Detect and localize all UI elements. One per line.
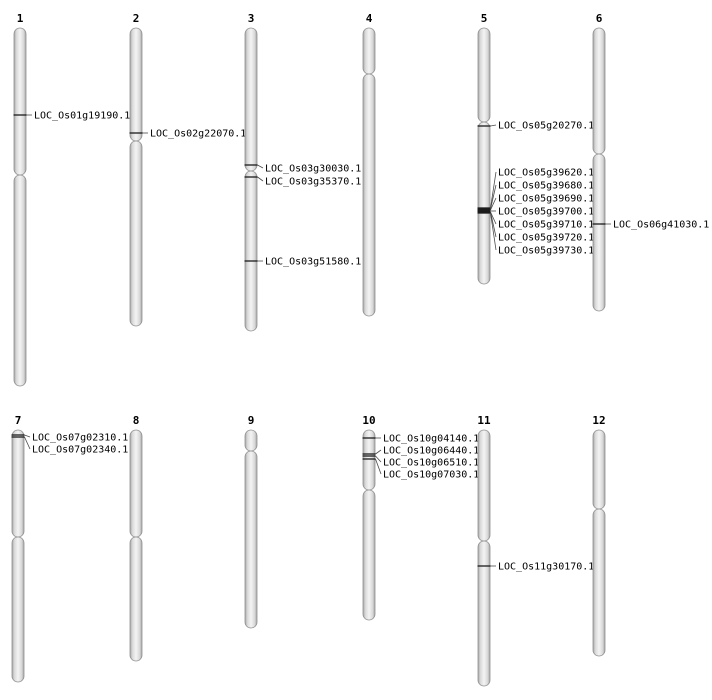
chromosome-number-9: 9 [248,414,255,427]
chromosome-3-arm-1 [244,27,258,172]
gene-label: LOC_Os01g19190.1 [34,111,130,122]
gene-label: LOC_Os03g30030.1 [265,164,361,175]
gene-label: LOC_Os10g07030.1 [383,470,479,481]
chromosome-number-2: 2 [133,12,140,25]
gene-connector-line [24,434,31,438]
gene-label: LOC_Os05g39680.1 [498,181,594,192]
gene-connector-line [490,171,497,209]
gene-connector-line [257,164,264,169]
gene-connector-line [375,458,382,475]
gene-label: LOC_Os05g39710.1 [498,220,594,231]
chromosome-10-arm-1 [362,429,376,491]
gene-connector-line [490,212,497,251]
chromosome-8: 8 [129,414,143,662]
gene-label: LOC_Os05g39720.1 [498,233,594,244]
chromosome-1-arm-2 [13,174,27,387]
chromosome-number-10: 10 [362,414,375,427]
gene-connector-line [375,455,382,463]
chromosome-number-4: 4 [366,12,373,25]
gene-label: LOC_Os02g22070.1 [150,129,246,140]
chromosome-6-arm-2 [592,153,606,312]
chromosome-number-3: 3 [248,12,255,25]
gene-label: LOC_Os05g39620.1 [498,168,594,179]
chromosome-9-arm-2 [244,450,258,629]
chromosome-7-arm-2 [11,536,25,683]
chromosome-12: 12 [592,414,606,657]
chromosome-3: 3LOC_Os03g30030.1LOC_Os03g35370.1LOC_Os0… [244,12,361,332]
chromosome-2-arm-2 [129,140,143,327]
chromosome-4-arm-1 [362,27,376,75]
gene-label: LOC_Os06g41030.1 [613,220,709,231]
chromosome-12-arm-1 [592,429,606,510]
chromosome-5: 5LOC_Os05g20270.1LOC_Os05g39620.1LOC_Os0… [477,12,594,285]
chromosome-9-arm-1 [244,429,258,452]
chromosome-6-arm-1 [592,27,606,155]
chromosome-number-7: 7 [15,414,22,427]
gene-connector-line [490,184,497,210]
chromosome-5-arm-1 [477,27,491,123]
chromosome-10: 10LOC_Os10g04140.1LOC_Os10g06440.1LOC_Os… [362,414,479,621]
chromosome-3-arm-2 [244,170,258,332]
gene-connector-line [490,211,497,225]
chromosome-number-11: 11 [477,414,491,427]
gene-label: LOC_Os05g20270.1 [498,121,594,132]
chromosome-4-arm-2 [362,73,376,317]
gene-label: LOC_Os11g30170.1 [498,562,594,573]
chromosome-7-arm-1 [11,429,25,538]
gene-label: LOC_Os03g51580.1 [265,257,361,268]
gene-label: LOC_Os03g35370.1 [265,177,361,188]
chromosome-number-1: 1 [17,12,24,25]
gene-connector-line [375,449,382,455]
chromosome-1-arm-1 [13,27,27,176]
gene-label: LOC_Os07g02340.1 [32,445,128,456]
gene-label: LOC_Os07g02310.1 [32,433,128,444]
chromosome-8-arm-2 [129,536,143,662]
chromosome-number-5: 5 [481,12,488,25]
gene-connector-line [490,124,497,127]
chromosome-10-arm-2 [362,489,376,621]
gene-label: LOC_Os05g39730.1 [498,246,594,257]
chromosome-5-arm-2 [477,121,491,285]
chromosome-8-arm-1 [129,429,143,538]
gene-connector-line [490,211,497,238]
gene-label: LOC_Os05g39690.1 [498,194,594,205]
gene-label: LOC_Os10g04140.1 [383,434,479,445]
chromosome-number-12: 12 [592,414,605,427]
chromosome-2-arm-1 [129,27,143,142]
chromosome-4: 4 [362,12,376,317]
chromosome-9: 9 [244,414,258,629]
chromosome-11-arm-1 [477,429,491,542]
chromosome-12-arm-2 [592,508,606,657]
gene-label: LOC_Os10g06510.1 [383,458,479,469]
gene-connector-line [24,436,31,450]
gene-connector-line [257,176,264,182]
gene-connector-line [490,197,497,211]
chromosome-number-6: 6 [596,12,603,25]
gene-label: LOC_Os10g06440.1 [383,446,479,457]
chromosome-number-8: 8 [133,414,140,427]
gene-label: LOC_Os05g39700.1 [498,207,594,218]
chromosome-11-arm-2 [477,540,491,687]
